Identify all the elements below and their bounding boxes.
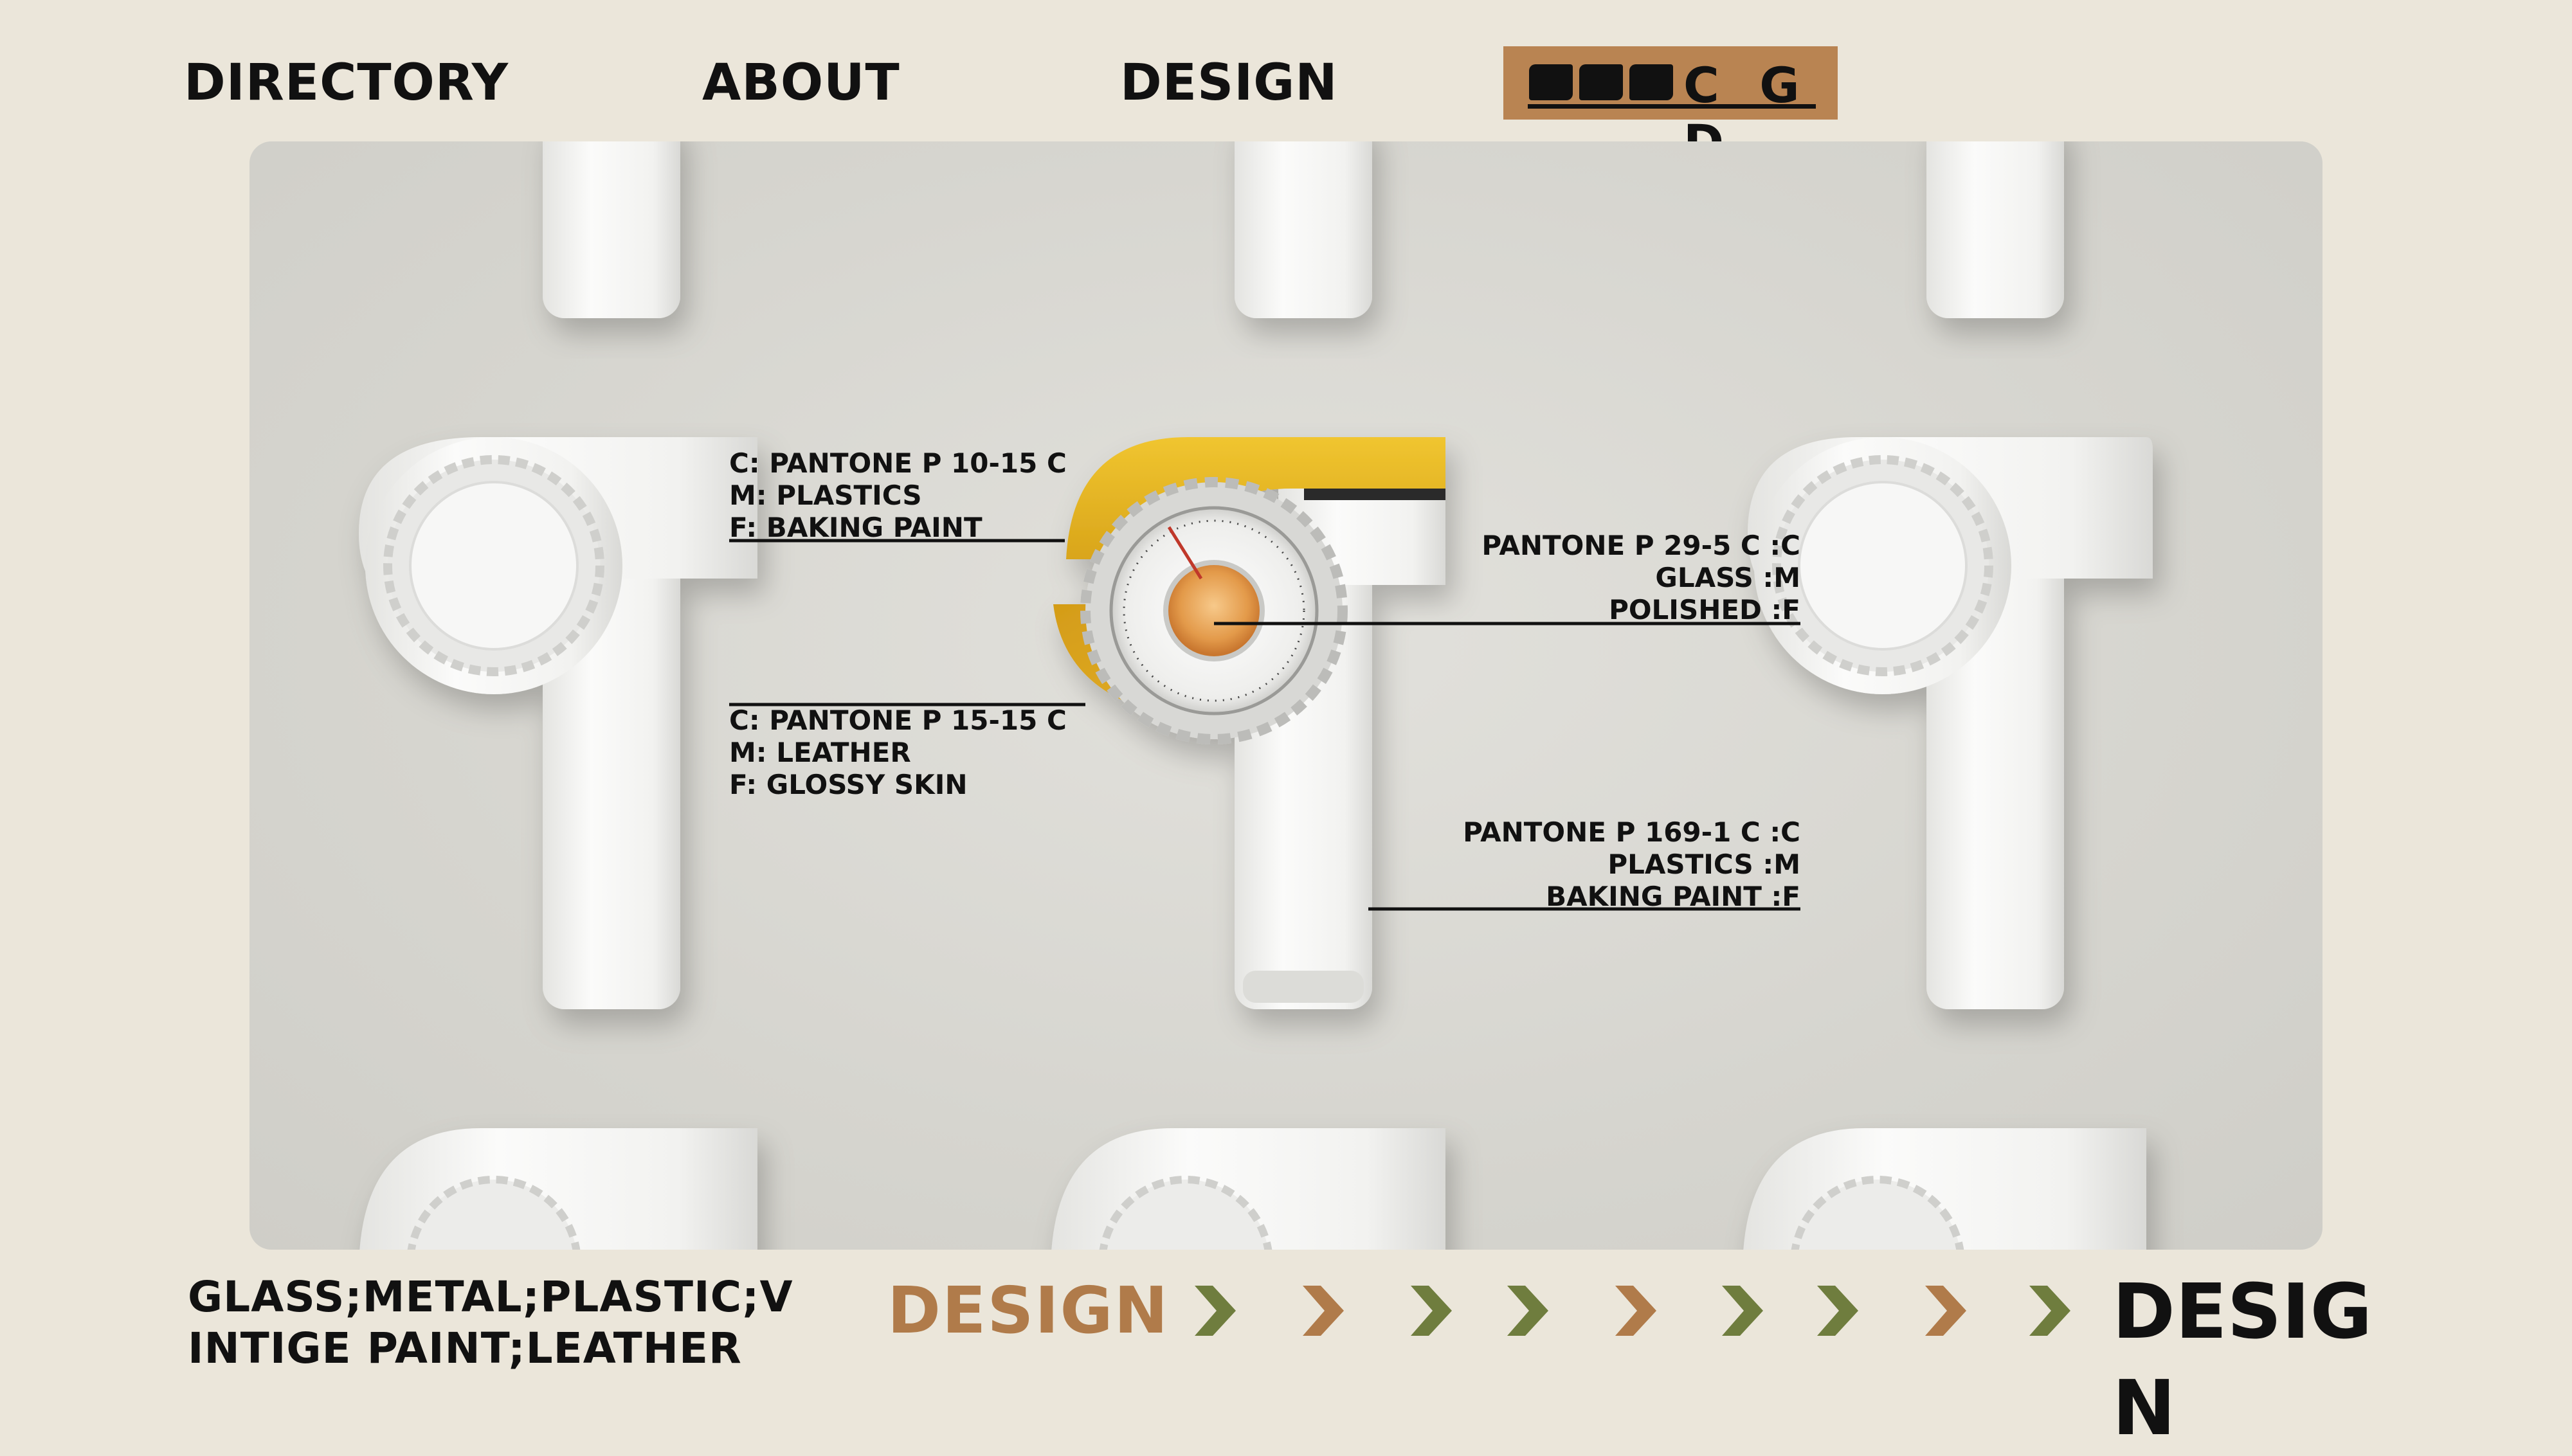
annotation-handle-color: PANTONE P 169-1 C :C: [1463, 816, 1800, 848]
annotation-shell-top: C: PANTONE P 10-15 C M: PLASTICS F: BAKI…: [729, 447, 1067, 544]
brand-logo-icon: [1529, 64, 1673, 100]
chevron-right-icon[interactable]: [2024, 1282, 2076, 1340]
chevron-right-icon[interactable]: [1502, 1282, 1553, 1340]
annotation-dial-material: GLASS :M: [1655, 562, 1800, 593]
annotation-handle-finish: BAKING PAINT :F: [1546, 881, 1800, 912]
chevron-right-icon[interactable]: [1406, 1282, 1457, 1340]
design-label: DESIGN: [887, 1273, 1170, 1348]
annotation-handle: PANTONE P 169-1 C :C PLASTICS :M BAKING …: [1463, 816, 1800, 913]
chevron-right-icon[interactable]: [1298, 1282, 1349, 1340]
annotation-shell-top-color: C: PANTONE P 10-15 C: [729, 447, 1067, 479]
nav-design[interactable]: DESIGN: [1120, 54, 1338, 112]
annotation-handle-material: PLASTICS :M: [1608, 849, 1800, 880]
design-heading-large: DESIGN: [2112, 1267, 2373, 1452]
product-render-image: [359, 141, 2153, 1250]
annotation-dial-finish: POLISHED :F: [1609, 594, 1800, 625]
materials-line-1: GLASS;METAL;PLASTIC;V: [188, 1272, 793, 1322]
annotation-shell-top-finish: F: BAKING PAINT: [729, 512, 983, 543]
materials-list: GLASS;METAL;PLASTIC;V INTIGE PAINT;LEATH…: [188, 1272, 793, 1374]
top-navigation: DIRECTORY ABOUT DESIGN C G D: [0, 0, 2572, 171]
annotation-shell-bottom-finish: F: GLOSSY SKIN: [729, 769, 968, 800]
annotation-leader-lines: [729, 539, 1800, 911]
chevron-right-icon[interactable]: [1920, 1282, 1971, 1340]
nav-directory[interactable]: DIRECTORY: [184, 54, 509, 112]
annotation-shell-bottom: C: PANTONE P 15-15 C M: LEATHER F: GLOSS…: [729, 705, 1067, 801]
brand-logo-button[interactable]: C G D: [1503, 46, 1838, 171]
materials-line-2: INTIGE PAINT;LEATHER: [188, 1324, 742, 1373]
annotation-shell-bottom-material: M: LEATHER: [729, 737, 911, 768]
annotation-shell-bottom-color: C: PANTONE P 15-15 C: [729, 705, 1067, 736]
product-render-panel: C: PANTONE P 10-15 C M: PLASTICS F: BAKI…: [249, 141, 2323, 1250]
chevron-right-icon[interactable]: [1812, 1282, 1863, 1340]
annotation-shell-top-material: M: PLASTICS: [729, 480, 922, 511]
nav-about[interactable]: ABOUT: [702, 54, 900, 112]
chevron-right-icon[interactable]: [1610, 1282, 1662, 1340]
chevron-right-icon[interactable]: [1190, 1282, 1241, 1340]
chevron-right-icon[interactable]: [1717, 1282, 1768, 1340]
annotation-dial-color: PANTONE P 29-5 C :C: [1481, 530, 1800, 561]
annotation-dial: PANTONE P 29-5 C :C GLASS :M POLISHED :F: [1481, 530, 1800, 626]
brand-underline: [1528, 104, 1816, 109]
